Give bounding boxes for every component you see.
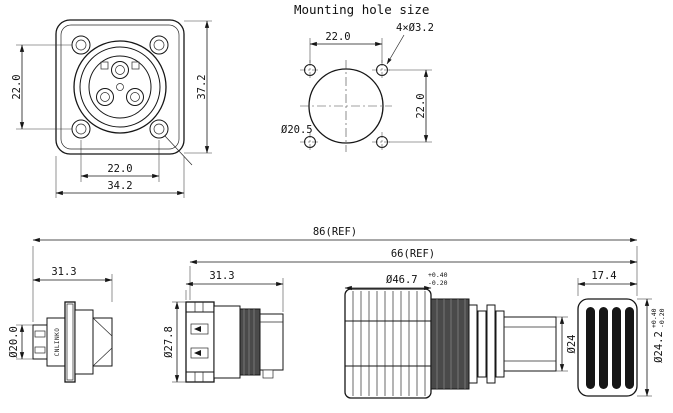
dim-plug-length: 31.3	[185, 270, 284, 312]
dim-front-hole-spacing-v: 22.0	[11, 44, 72, 130]
dim-label-overall-ref: 86(REF)	[313, 226, 357, 238]
side-section: 86(REF) 66(REF) 31.3 CNLINKO	[8, 226, 666, 399]
dim-label-cap-tol-minus: -0.20	[658, 308, 666, 328]
dim-label-pattern-spacing-h: 22.0	[325, 31, 350, 43]
view-title: Mounting hole size	[294, 2, 429, 17]
dim-cap-dia: Ø24.2 +0.40 -0.20	[637, 298, 666, 397]
dim-label-nut-tol-plus: +0.40	[428, 271, 448, 279]
dim-label-nut-dia: Ø46.7	[386, 274, 418, 286]
socket-side-view: CNLINKO	[32, 301, 113, 383]
dim-label-tail-dia: Ø24	[566, 335, 578, 354]
dim-overall-ref: 86(REF)	[32, 226, 638, 322]
pattern-holes	[300, 60, 392, 152]
dim-label-cap-dia: Ø24.2	[653, 331, 665, 363]
dim-nut-dia: Ø46.7 +0.40 -0.20	[344, 271, 448, 291]
bend-relief-cap-view	[577, 298, 638, 397]
front-connector-face	[73, 40, 167, 134]
front-mounting-holes	[71, 35, 169, 139]
callout-label-pattern-holes: 4×Ø3.2	[396, 22, 434, 34]
dim-front-overall-width: 34.2	[55, 156, 185, 198]
dim-label-center-hole-dia: Ø20.5	[281, 124, 313, 136]
cable-connector-view	[344, 288, 557, 399]
dim-label-socket-length: 31.3	[51, 266, 76, 278]
dim-plug-ref: 66(REF)	[189, 248, 638, 300]
front-leader-line	[164, 135, 193, 166]
dim-label-cap-length: 17.4	[591, 270, 616, 282]
brand-text: CNLINKO	[54, 328, 61, 357]
plug-side-view	[185, 301, 284, 383]
dim-label-plug-dia: Ø27.8	[163, 326, 175, 358]
front-view: 22.0 22.0 34.2 37.2	[11, 19, 212, 198]
mounting-hole-pattern-view: Mounting hole size 22.0 4×Ø3.2	[281, 2, 434, 152]
dim-pattern-spacing-v: 22.0	[389, 69, 432, 143]
dim-pattern-spacing-h: 22.0	[309, 31, 383, 63]
dim-socket-dia: Ø20.0	[8, 324, 33, 360]
callout-pattern-holes: 4×Ø3.2	[386, 22, 434, 65]
dim-cap-length: 17.4	[577, 270, 638, 296]
dim-front-hole-spacing-h: 22.0	[80, 140, 160, 182]
dim-socket-length: 31.3	[32, 266, 113, 302]
dim-label-plug-length: 31.3	[209, 270, 234, 282]
dim-label-front-hole-spacing-v: 22.0	[11, 74, 23, 99]
dim-label-cap-tol-plus: +0.40	[650, 308, 658, 328]
dim-label-front-overall-height: 37.2	[196, 74, 208, 99]
dim-label-front-hole-spacing-h: 22.0	[107, 163, 132, 175]
dim-plug-dia: Ø27.8	[163, 301, 186, 383]
dim-label-front-overall-width: 34.2	[107, 180, 132, 192]
dim-front-overall-height: 37.2	[184, 20, 212, 154]
dim-label-socket-dia: Ø20.0	[8, 326, 20, 358]
dim-label-nut-tol-minus: -0.20	[428, 279, 448, 287]
dim-label-plug-ref: 66(REF)	[391, 248, 435, 260]
dim-tail-dia: Ø24	[556, 316, 578, 372]
dim-label-pattern-spacing-v: 22.0	[415, 93, 427, 118]
